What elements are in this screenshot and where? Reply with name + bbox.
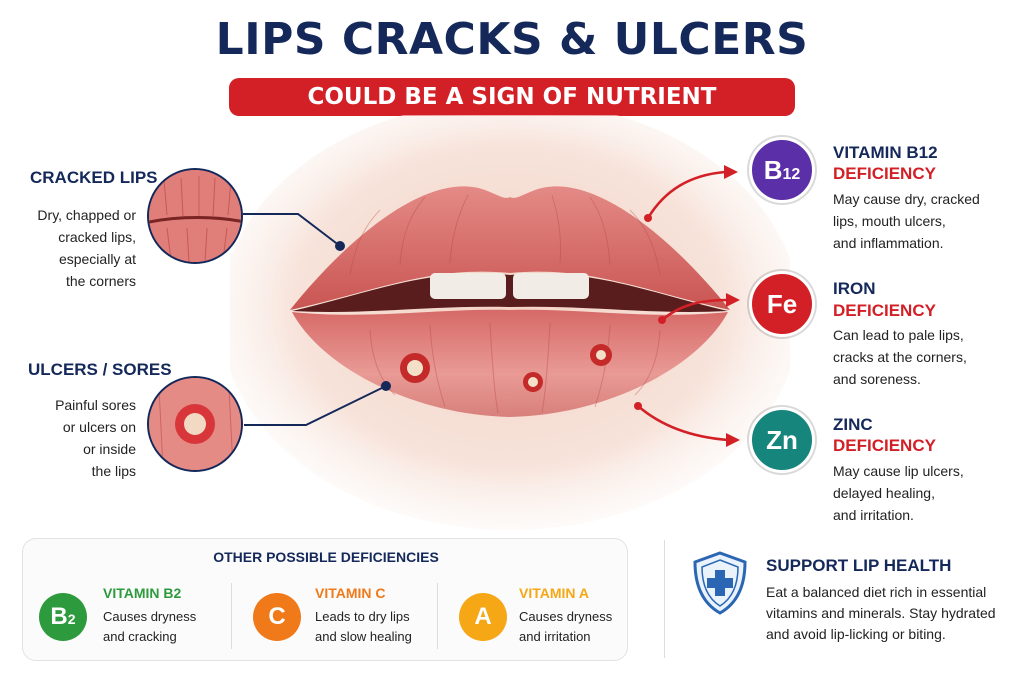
cracked-lips-title: CRACKED LIPS	[30, 168, 158, 187]
section-divider	[664, 540, 665, 658]
vitamin-b12-badge: B12	[749, 137, 815, 203]
vitamin-b2-symbol: B	[50, 603, 68, 630]
vitamin-a-description: Causes dryness and irritation	[519, 607, 649, 647]
divider	[231, 583, 232, 649]
support-lip-health-description: Eat a balanced diet rich in essential vi…	[766, 582, 1006, 645]
cracked-lips-line: especially at	[58, 251, 136, 267]
cracked-lips-line: the corners	[65, 273, 136, 289]
ulcers-line: Painful sores	[55, 397, 136, 413]
ulcers-line: or ulcers on	[62, 419, 136, 435]
iron-description: Can lead to pale lips, cracks at the cor…	[833, 324, 1013, 390]
other-deficiencies-panel: OTHER POSSIBLE DEFICIENCIES B2 VITAMIN B…	[22, 538, 628, 661]
iron-label: DEFICIENCY	[833, 301, 936, 320]
vitamin-c-name: VITAMIN C	[315, 585, 386, 601]
vitamin-b12-subscript: 12	[782, 166, 801, 183]
vitamin-c-symbol: C	[268, 603, 286, 630]
iron-symbol: Fe	[766, 289, 798, 319]
vitamin-b2-line: and cracking	[103, 629, 177, 644]
vitamin-b12-label: DEFICIENCY	[833, 164, 936, 183]
vitamin-c-description: Leads to dry lips and slow healing	[315, 607, 445, 647]
vitamin-b12-symbol: B	[763, 155, 783, 185]
zinc-label: DEFICIENCY	[833, 436, 936, 455]
vitamin-a-badge: A	[459, 593, 507, 641]
vitamin-a-symbol: A	[474, 603, 492, 630]
vitamin-b12-description: May cause dry, cracked lips, mouth ulcer…	[833, 188, 1013, 254]
vitamin-b2-subscript: 2	[67, 611, 76, 627]
support-lip-health-title: SUPPORT LIP HEALTH	[766, 556, 952, 575]
divider	[437, 583, 438, 649]
support-line: vitamins and minerals. Stay hydrated	[766, 605, 996, 621]
cracked-lips-description: Dry, chapped or cracked lips, especially…	[20, 204, 136, 292]
other-deficiencies-title: OTHER POSSIBLE DEFICIENCIES	[213, 549, 439, 565]
ulcers-line: or inside	[83, 441, 136, 457]
cracked-lips-line: cracked lips,	[58, 229, 136, 245]
vitamin-b12-line: lips, mouth ulcers,	[833, 213, 946, 229]
vitamin-a-line: Causes dryness	[519, 609, 613, 624]
vitamin-b2-line: Causes dryness	[103, 609, 197, 624]
zinc-line: May cause lip ulcers,	[833, 463, 964, 479]
cracked-lips-zoom-image	[147, 168, 243, 264]
iron-name: IRON	[833, 279, 876, 298]
vitamin-a-line: and irritation	[519, 629, 591, 644]
vitamin-b2-description: Causes dryness and cracking	[103, 607, 233, 647]
zinc-badge: Zn	[749, 407, 815, 473]
ulcers-title: ULCERS / SORES	[28, 360, 172, 379]
vitamin-c-badge: C	[253, 593, 301, 641]
zinc-line: and irritation.	[833, 507, 914, 523]
vitamin-b12-line: and inflammation.	[833, 235, 944, 251]
vitamin-c-line: Leads to dry lips	[315, 609, 410, 624]
vitamin-b12-name: VITAMIN B12	[833, 143, 938, 162]
ulcers-line: the lips	[91, 463, 136, 479]
ulcers-description: Painful sores or ulcers on or inside the…	[20, 394, 136, 482]
page-title: LIPS CRACKS & ULCERS	[215, 14, 809, 65]
zinc-description: May cause lip ulcers, delayed healing, a…	[833, 460, 1013, 526]
vitamin-b12-line: May cause dry, cracked	[833, 191, 980, 207]
zinc-name: ZINC	[833, 415, 873, 434]
iron-line: cracks at the corners,	[833, 349, 967, 365]
support-line: and avoid lip-licking or biting.	[766, 626, 946, 642]
ulcers-zoom-image	[147, 376, 243, 472]
vitamin-b2-badge: B2	[39, 593, 87, 641]
iron-badge: Fe	[749, 271, 815, 337]
zinc-symbol: Zn	[766, 425, 798, 455]
iron-line: and soreness.	[833, 371, 921, 387]
cracked-lips-line: Dry, chapped or	[37, 207, 136, 223]
vitamin-c-line: and slow healing	[315, 629, 412, 644]
vitamin-b2-name: VITAMIN B2	[103, 585, 182, 601]
vitamin-a-name: VITAMIN A	[519, 585, 589, 601]
shield-cross-icon	[690, 550, 750, 616]
zinc-line: delayed healing,	[833, 485, 935, 501]
support-line: Eat a balanced diet rich in essential	[766, 584, 987, 600]
iron-line: Can lead to pale lips,	[833, 327, 964, 343]
